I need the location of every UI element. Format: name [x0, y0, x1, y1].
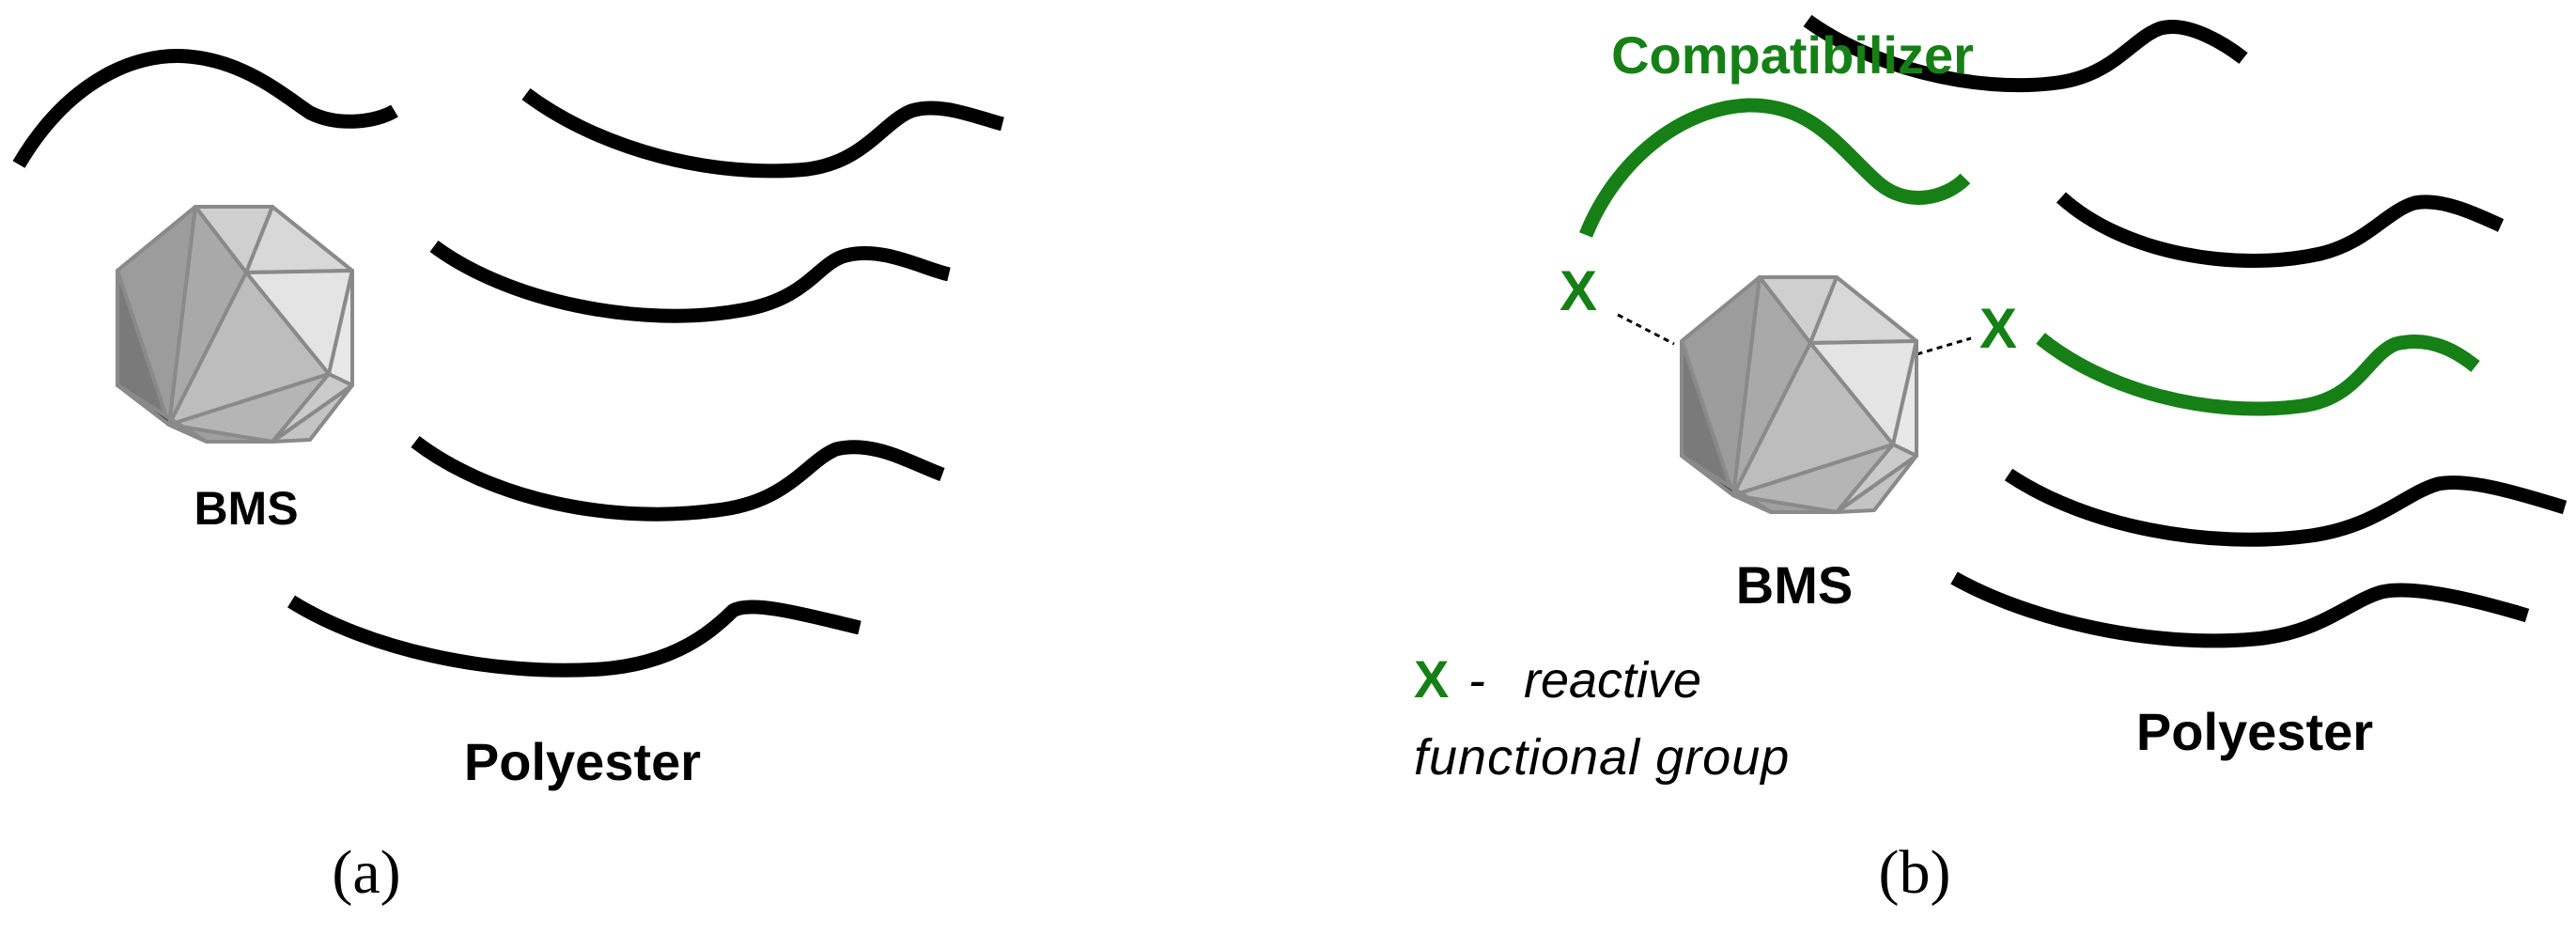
caption-a: (a): [332, 838, 400, 907]
polyester-chain: [2004, 468, 2568, 547]
polyester-chain: [2056, 192, 2505, 268]
compatibilizer-chain: [1579, 98, 1971, 238]
polyester-chain: [1803, 14, 2248, 93]
polyester-chain: [1950, 571, 2530, 648]
polyester-chain: [12, 49, 398, 168]
polyester-chain: [411, 436, 945, 522]
caption-b: (b): [1879, 838, 1951, 907]
reactive-group-symbol-left: X: [1560, 259, 1597, 322]
polyester-chain: [429, 240, 951, 323]
polyester-label: Polyester: [464, 732, 701, 791]
compatibilizer-chain: [2036, 333, 2480, 416]
legend-line1: reactive: [1524, 652, 1701, 709]
bms-particle-icon: [1680, 275, 1918, 514]
panel-b: Compatibilizer X X BMS X - reactive func…: [1414, 14, 2568, 907]
panel-a: BMS Polyester (a): [12, 49, 1004, 907]
polyester-chain: [521, 87, 1004, 179]
legend-line2: functional group: [1414, 729, 1790, 786]
polyester-chain: [287, 595, 861, 678]
legend-dash: -: [1454, 652, 1499, 709]
bms-label: BMS: [194, 482, 298, 535]
reactive-link-left: [1617, 313, 1675, 346]
bms-label: BMS: [1736, 555, 1853, 615]
compatibilizer-label: Compatibilizer: [1611, 25, 1974, 85]
reactive-group-symbol-right: X: [1979, 297, 2017, 360]
legend-symbol: X: [1414, 649, 1449, 709]
polyester-label: Polyester: [2136, 702, 2373, 761]
bms-particle-icon: [116, 205, 354, 444]
legend: X - reactive functional group: [1414, 649, 1790, 786]
